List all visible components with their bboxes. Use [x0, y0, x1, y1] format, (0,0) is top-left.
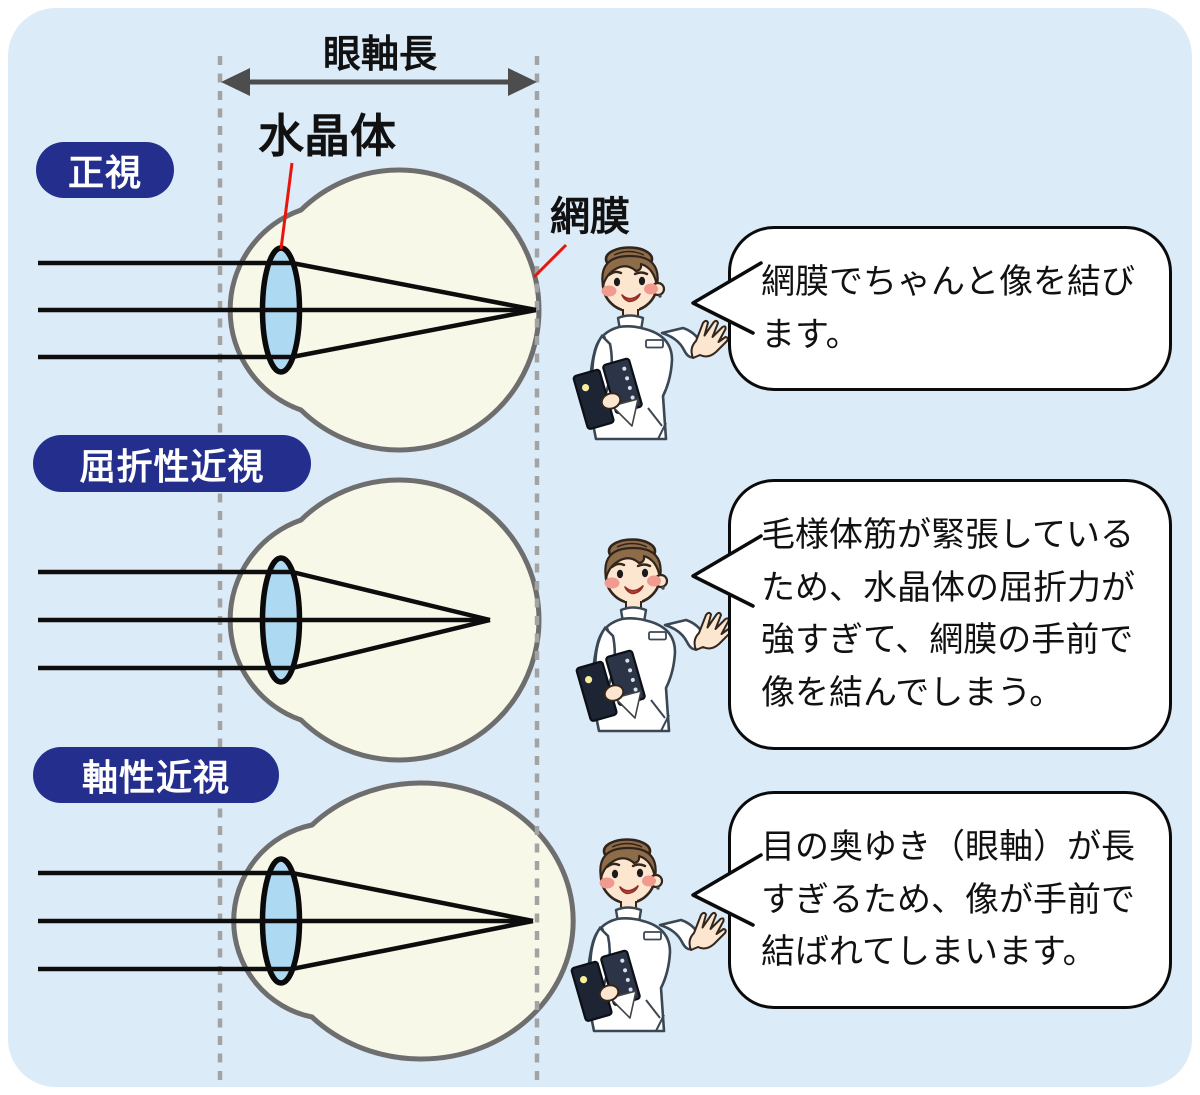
- speech-bubble-tail: [691, 534, 763, 608]
- speech-text: 目の奥ゆき（眼軸）が長すぎるため、像が手前で結ばれてしまいます。: [761, 828, 1135, 972]
- speech-bubble-tail: [691, 261, 763, 335]
- ray-refractive-bottom: [38, 617, 491, 671]
- ray-axial-top: [38, 870, 534, 924]
- badge-axial-myopia: 軸性近視: [33, 747, 279, 803]
- ray-emmetropia-bottom: [38, 307, 537, 360]
- lens-label: 水晶体: [258, 110, 396, 162]
- ray-axial-bottom: [38, 918, 534, 972]
- speech-text: 網膜でちゃんと像を結びます。: [761, 263, 1135, 354]
- axial-length-label: 眼軸長: [322, 34, 437, 76]
- speech-bubble-tail: [691, 853, 763, 927]
- speech-bubble-axial-myopia: 目の奥ゆき（眼軸）が長すぎるため、像が手前で結ばれてしまいます。: [691, 791, 1172, 1010]
- retina-label: 網膜: [550, 195, 630, 239]
- speech-text: 毛様体筋が緊張しているため、水晶体の屈折力が強すぎて、網膜の手前で像を結んでしま…: [761, 516, 1135, 713]
- light-rays: [38, 260, 537, 972]
- arrowhead-right: [508, 68, 537, 96]
- lens-pointer-line: [279, 162, 294, 250]
- arrowhead-left: [221, 68, 250, 96]
- speech-bubble-emmetropia: 網膜でちゃんと像を結びます。: [691, 226, 1172, 392]
- axial-length-arrow: [221, 68, 537, 96]
- ray-refractive-top: [38, 569, 491, 623]
- badge-refractive-myopia: 屈折性近視: [33, 435, 311, 492]
- speech-bubble-refractive-myopia: 毛様体筋が緊張しているため、水晶体の屈折力が強すぎて、網膜の手前で像を結んでしま…: [691, 479, 1172, 750]
- badge-emmetropia: 正視: [36, 142, 174, 198]
- ray-emmetropia-top: [38, 260, 537, 313]
- retina-pointer-line: [532, 243, 568, 279]
